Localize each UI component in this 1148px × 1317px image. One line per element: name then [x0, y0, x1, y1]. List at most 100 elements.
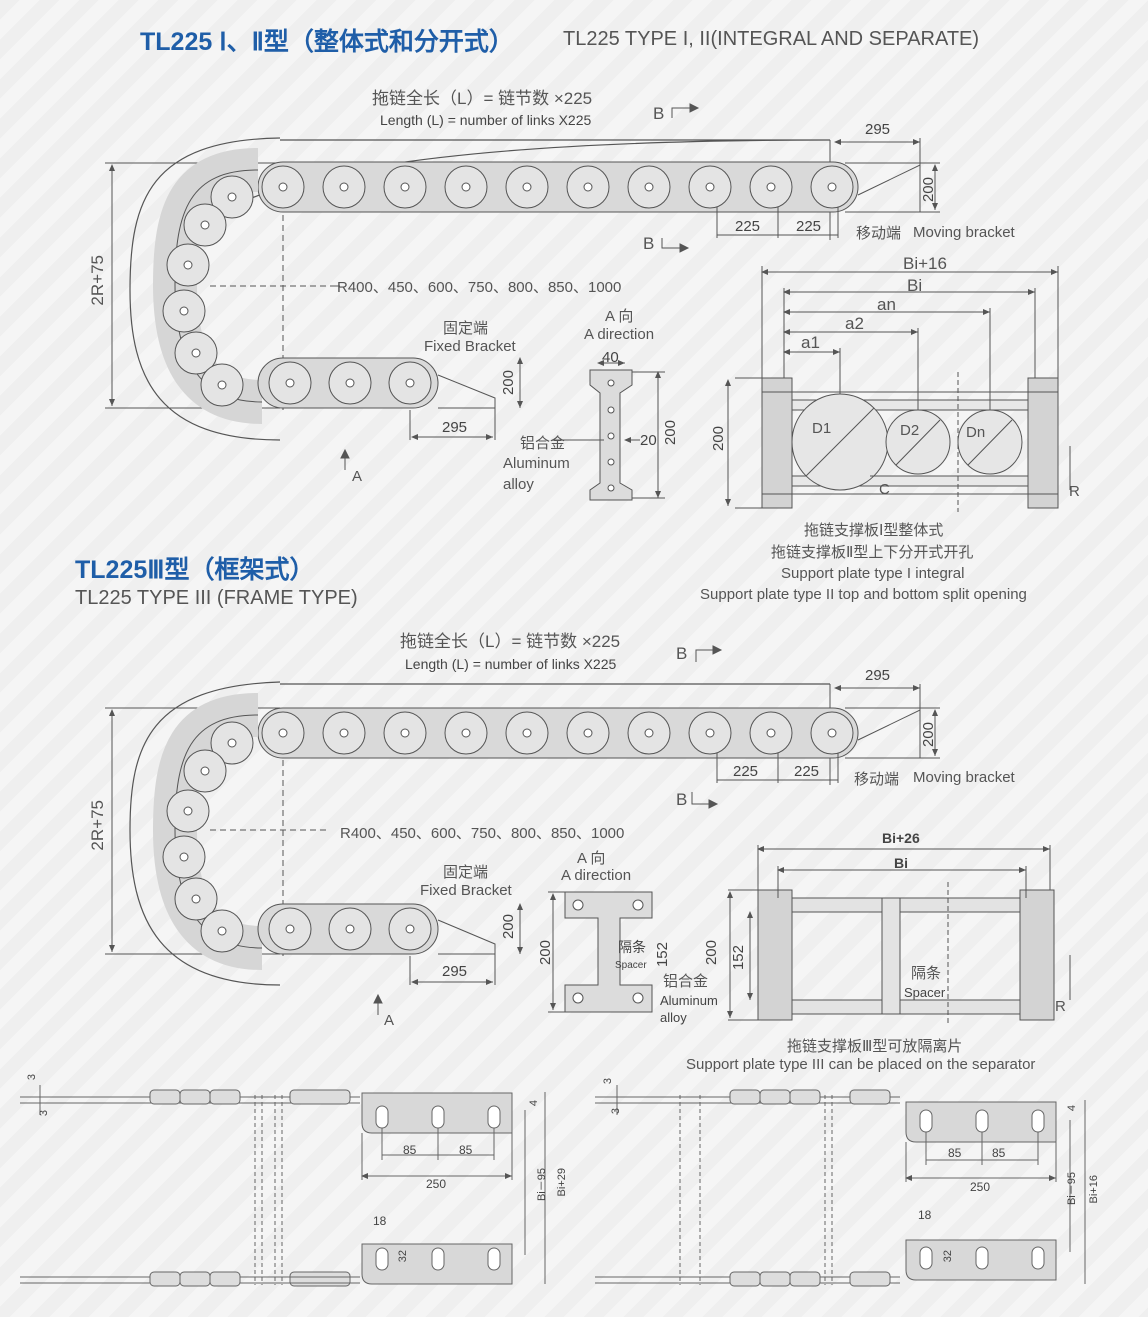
link-pin: [217, 380, 227, 390]
left-dim-18: 18: [373, 1214, 387, 1228]
section1-moving-cn: 移动端: [856, 225, 902, 242]
bracket-detail-left: [20, 1085, 546, 1287]
section1-length-cn: 拖链全长（L）= 链节数 ×225: [372, 89, 593, 108]
section2-spacer-cn: 隔条: [618, 939, 646, 955]
section1-height-2r: 2R+75: [88, 255, 107, 306]
section1-b-top: B: [653, 104, 665, 123]
left-bi95: Bi－95: [536, 1168, 548, 1202]
left-dim-85a: 85: [403, 1143, 417, 1157]
section1-d1: D1: [812, 420, 832, 437]
section2-arrow-a: A: [384, 1012, 395, 1029]
section1-alu-en-2: alloy: [503, 476, 534, 493]
section1-dim-20: 20: [640, 432, 657, 449]
right-bi16: Bi+16: [1088, 1175, 1100, 1204]
link-pin: [583, 728, 593, 738]
section2-alu-cn: 铝合金: [663, 973, 709, 990]
link-pin: [179, 852, 189, 862]
link-pin: [522, 182, 532, 192]
section1-fixed-cn: 固定端: [443, 320, 489, 337]
section2-dim-225-b: 225: [794, 763, 820, 780]
chain-link-circles-2: [162, 711, 854, 953]
link-pin: [285, 924, 295, 934]
section2-bi: Bi: [894, 855, 908, 871]
section2-alu-en-1: Aluminum: [660, 993, 718, 1008]
section1-a-dir-en: A direction: [584, 326, 655, 343]
section1-fixed-en: Fixed Bracket: [424, 338, 516, 355]
section2-plate-en: Support plate type III can be placed on …: [686, 1056, 1036, 1073]
section2-dim-200-frame: 200: [703, 940, 720, 966]
link-pin: [278, 182, 288, 192]
link-pin: [705, 728, 715, 738]
right-dim-85b: 85: [992, 1146, 1006, 1160]
right-dim-32: 32: [942, 1250, 954, 1263]
section2-length-en: Length (L) = number of links X225: [405, 656, 617, 672]
link-pin: [339, 182, 349, 192]
support-plate-type-3: [727, 845, 1071, 1026]
section1-b-bottom: B: [643, 234, 655, 253]
link-pin: [227, 738, 237, 748]
section2-spacer2-cn: 隔条: [911, 965, 942, 982]
section2-moving-cn: 移动端: [854, 771, 900, 788]
link-pin: [644, 182, 654, 192]
link-pin: [461, 182, 471, 192]
link-pin: [278, 728, 288, 738]
right-dim-4: 4: [1066, 1105, 1078, 1112]
section2-dim-152-frame: 152: [730, 945, 747, 971]
left-dim-250: 250: [426, 1177, 447, 1191]
section2-dim-200-top: 200: [920, 722, 937, 748]
section2-b-bottom: B: [676, 790, 688, 809]
section2-fixed-en: Fixed Bracket: [420, 882, 512, 899]
right-bi95: Bi－95: [1066, 1172, 1078, 1206]
section1-dim-40: 40: [602, 349, 619, 366]
section1-dn: Dn: [966, 424, 986, 441]
section2-radius: R400、450、600、750、800、850、1000: [340, 825, 625, 842]
section1-dim-295-top: 295: [865, 121, 891, 138]
section2-dim-152: 152: [654, 942, 671, 968]
left-dim-3a: 3: [26, 1074, 38, 1081]
section2-title-cn: TL225Ⅲ型（框架式）: [75, 556, 315, 584]
bracket-detail-right: [595, 1085, 1086, 1287]
link-pin: [766, 728, 776, 738]
chain-link-circles-1: [162, 165, 854, 407]
section1-title-cn: TL225 Ⅰ、Ⅱ型（整体式和分开式）: [140, 28, 514, 56]
section1-bi: Bi: [907, 276, 923, 295]
section1-c: C: [879, 481, 890, 498]
section2-length-cn: 拖链全长（L）= 链节数 ×225: [400, 632, 621, 651]
section1-an: an: [877, 295, 896, 314]
section2-fixed-cn: 固定端: [443, 864, 489, 881]
section1-a-dir-cn: A 向: [605, 308, 634, 325]
section2-dim-200-adir: 200: [537, 940, 554, 966]
left-dim-3b: 3: [38, 1110, 50, 1117]
link-pin: [339, 728, 349, 738]
link-pin: [461, 728, 471, 738]
section1-r: R: [1069, 483, 1080, 500]
section1-length-en: Length (L) = number of links X225: [380, 112, 592, 128]
link-pin: [183, 260, 193, 270]
link-pin: [183, 806, 193, 816]
link-pin: [644, 728, 654, 738]
right-dim-85a: 85: [948, 1146, 962, 1160]
right-dim-3a: 3: [602, 1078, 614, 1085]
link-pin: [522, 728, 532, 738]
link-pin: [200, 766, 210, 776]
link-pin: [400, 182, 410, 192]
right-dim-250: 250: [970, 1180, 991, 1194]
section1-plate-cn-1: 拖链支撑板Ⅰ型整体式: [804, 522, 944, 539]
section1-bi16: Bi+16: [903, 254, 947, 273]
section2-plate-cn: 拖链支撑板Ⅲ型可放隔离片: [787, 1038, 963, 1055]
section2-dim-225-a: 225: [733, 763, 759, 780]
section2-spacer2-en: Spacer: [904, 985, 946, 1000]
section2-moving-en: Moving bracket: [913, 769, 1015, 786]
link-pin: [227, 192, 237, 202]
section1-plate-en-2: Support plate type II top and bottom spl…: [700, 586, 1027, 603]
section1-dim-225-a: 225: [735, 218, 761, 235]
link-pin: [345, 378, 355, 388]
section2-dim-295-top: 295: [865, 667, 891, 684]
section2-b-top: B: [676, 644, 688, 663]
a-direction-profile-3: [548, 891, 653, 1013]
section1-dim-200-plate: 200: [710, 426, 727, 452]
section2-alu-en-2: alloy: [660, 1010, 687, 1025]
section1-dim-200-bottom: 200: [500, 370, 517, 396]
section2-r: R: [1055, 998, 1066, 1015]
section1-radius: R400、450、600、750、800、850、1000: [337, 279, 622, 296]
